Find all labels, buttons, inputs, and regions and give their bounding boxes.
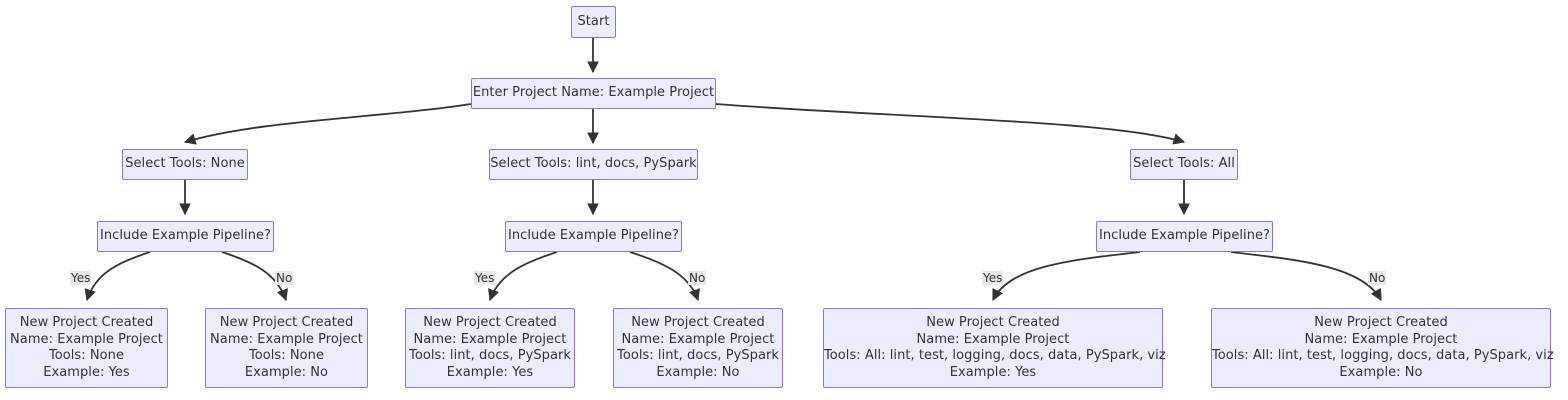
result-name: Name: Example Project: [413, 331, 567, 347]
result-name: Name: Example Project: [1304, 331, 1458, 347]
node-enter-project-name-label: Enter Project Name: Example Project: [472, 85, 715, 101]
node-decision-pipeline-all-label: Include Example Pipeline?: [1098, 228, 1270, 244]
edge-label-none-no: No: [275, 271, 294, 285]
node-select-tools-all[interactable]: Select Tools: All: [1130, 149, 1238, 180]
node-result-some-yes[interactable]: New Project Created Name: Example Projec…: [405, 308, 575, 388]
node-select-tools-some-label: Select Tools: lint, docs, PySpark: [490, 156, 697, 172]
node-decision-pipeline-some[interactable]: Include Example Pipeline?: [505, 221, 682, 252]
node-result-all-no[interactable]: New Project Created Name: Example Projec…: [1211, 308, 1554, 388]
result-title: New Project Created: [926, 315, 1060, 330]
result-name: Name: Example Project: [210, 331, 363, 347]
edge-decision-all-yes: [992, 251, 1141, 302]
node-result-all-yes[interactable]: New Project Created Name: Example Projec…: [823, 308, 1166, 388]
node-select-tools-all-label: Select Tools: All: [1133, 156, 1235, 172]
result-tools: Tools: All: lint, test, logging, docs, d…: [1212, 348, 1554, 363]
node-decision-pipeline-some-label: Include Example Pipeline?: [507, 228, 679, 244]
node-select-tools-none-label: Select Tools: None: [125, 156, 245, 172]
edge-label-none-yes: Yes: [70, 271, 92, 285]
result-name: Name: Example Project: [10, 331, 163, 347]
edge-label-some-yes: Yes: [474, 271, 496, 285]
node-select-tools-none[interactable]: Select Tools: None: [122, 149, 248, 180]
result-tools: Tools: lint, docs, PySpark: [617, 348, 779, 363]
result-example: Example: No: [1339, 364, 1423, 380]
node-enter-project-name[interactable]: Enter Project Name: Example Project: [471, 78, 716, 109]
result-title: New Project Created: [19, 315, 154, 330]
result-title: New Project Created: [631, 315, 765, 330]
edge-label-some-no: No: [688, 271, 707, 285]
result-example: Example: No: [244, 364, 329, 380]
result-title: New Project Created: [423, 315, 557, 330]
result-title: New Project Created: [219, 315, 354, 330]
node-decision-pipeline-all[interactable]: Include Example Pipeline?: [1096, 221, 1273, 252]
result-tools: Tools: None: [48, 348, 124, 363]
edge-enter-name-to-tools-none: [183, 103, 472, 145]
result-name: Name: Example Project: [916, 331, 1070, 347]
node-start-label: Start: [577, 13, 610, 29]
node-decision-pipeline-none[interactable]: Include Example Pipeline?: [97, 221, 274, 252]
result-example: Example: No: [656, 364, 740, 380]
edge-enter-name-to-tools-all: [715, 103, 1186, 145]
edge-decision-all-no: [1230, 251, 1382, 302]
edge-decision-some-yes: [488, 251, 558, 302]
result-example: Example: Yes: [43, 364, 130, 380]
edge-decision-none-yes: [84, 251, 151, 302]
result-example: Example: Yes: [446, 364, 534, 380]
result-name: Name: Example Project: [621, 331, 775, 347]
edge-label-all-yes: Yes: [982, 271, 1004, 285]
result-tools: Tools: lint, docs, PySpark: [409, 348, 571, 363]
node-result-none-yes[interactable]: New Project Created Name: Example Projec…: [5, 308, 168, 388]
node-result-none-no[interactable]: New Project Created Name: Example Projec…: [205, 308, 368, 388]
edge-label-all-no: No: [1368, 271, 1387, 285]
node-select-tools-some[interactable]: Select Tools: lint, docs, PySpark: [489, 149, 698, 180]
result-tools: Tools: None: [248, 348, 324, 363]
node-decision-pipeline-none-label: Include Example Pipeline?: [99, 228, 271, 244]
result-title: New Project Created: [1314, 315, 1448, 330]
result-tools: Tools: All: lint, test, logging, docs, d…: [824, 348, 1166, 363]
node-start[interactable]: Start: [571, 6, 616, 38]
node-result-some-no[interactable]: New Project Created Name: Example Projec…: [613, 308, 783, 388]
result-example: Example: Yes: [949, 364, 1037, 380]
